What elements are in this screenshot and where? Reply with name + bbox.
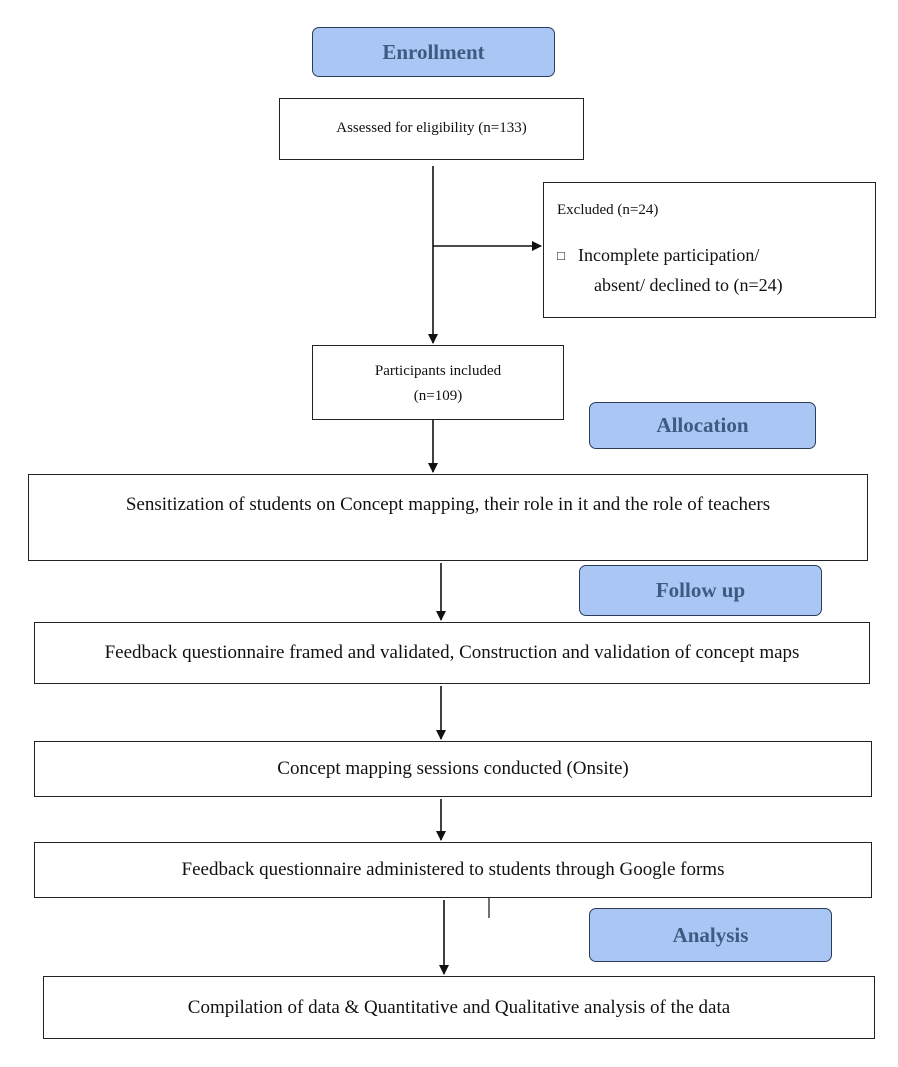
- excluded-title: Excluded (n=24): [557, 202, 659, 218]
- excluded-box: Excluded (n=24) □ Incomplete participati…: [543, 182, 876, 318]
- assessed-box: Assessed for eligibility (n=133): [279, 98, 584, 160]
- administered-box: Feedback questionnaire administered to s…: [34, 842, 872, 898]
- excluded-reason-line1: Incomplete participation/: [578, 245, 760, 265]
- excluded-reason-line2: absent/ declined to (n=24): [594, 275, 783, 295]
- sessions-box: Concept mapping sessions conducted (Onsi…: [34, 741, 872, 797]
- sessions-text: Concept mapping sessions conducted (Onsi…: [277, 758, 629, 779]
- assessed-text: Assessed for eligibility (n=133): [336, 120, 527, 136]
- phase-enrollment: Enrollment: [312, 27, 555, 77]
- compilation-text: Compilation of data & Quantitative and Q…: [187, 997, 731, 1018]
- included-text-line1: Participants included: [374, 363, 502, 379]
- questionnaire-text: Feedback questionnaire framed and valida…: [104, 642, 800, 663]
- administered-text: Feedback questionnaire administered to s…: [181, 859, 725, 880]
- bullet-icon: □: [557, 248, 565, 263]
- phase-follow-up: Follow up: [579, 565, 822, 616]
- phase-analysis: Analysis: [589, 908, 832, 962]
- sensitization-text: Sensitization of students on Concept map…: [125, 494, 771, 515]
- included-box: Participants included (n=109): [312, 345, 564, 420]
- included-text-line2: (n=109): [413, 389, 463, 404]
- sensitization-box: Sensitization of students on Concept map…: [28, 474, 868, 561]
- compilation-box: Compilation of data & Quantitative and Q…: [43, 976, 875, 1039]
- questionnaire-box: Feedback questionnaire framed and valida…: [34, 622, 870, 684]
- phase-allocation: Allocation: [589, 402, 816, 449]
